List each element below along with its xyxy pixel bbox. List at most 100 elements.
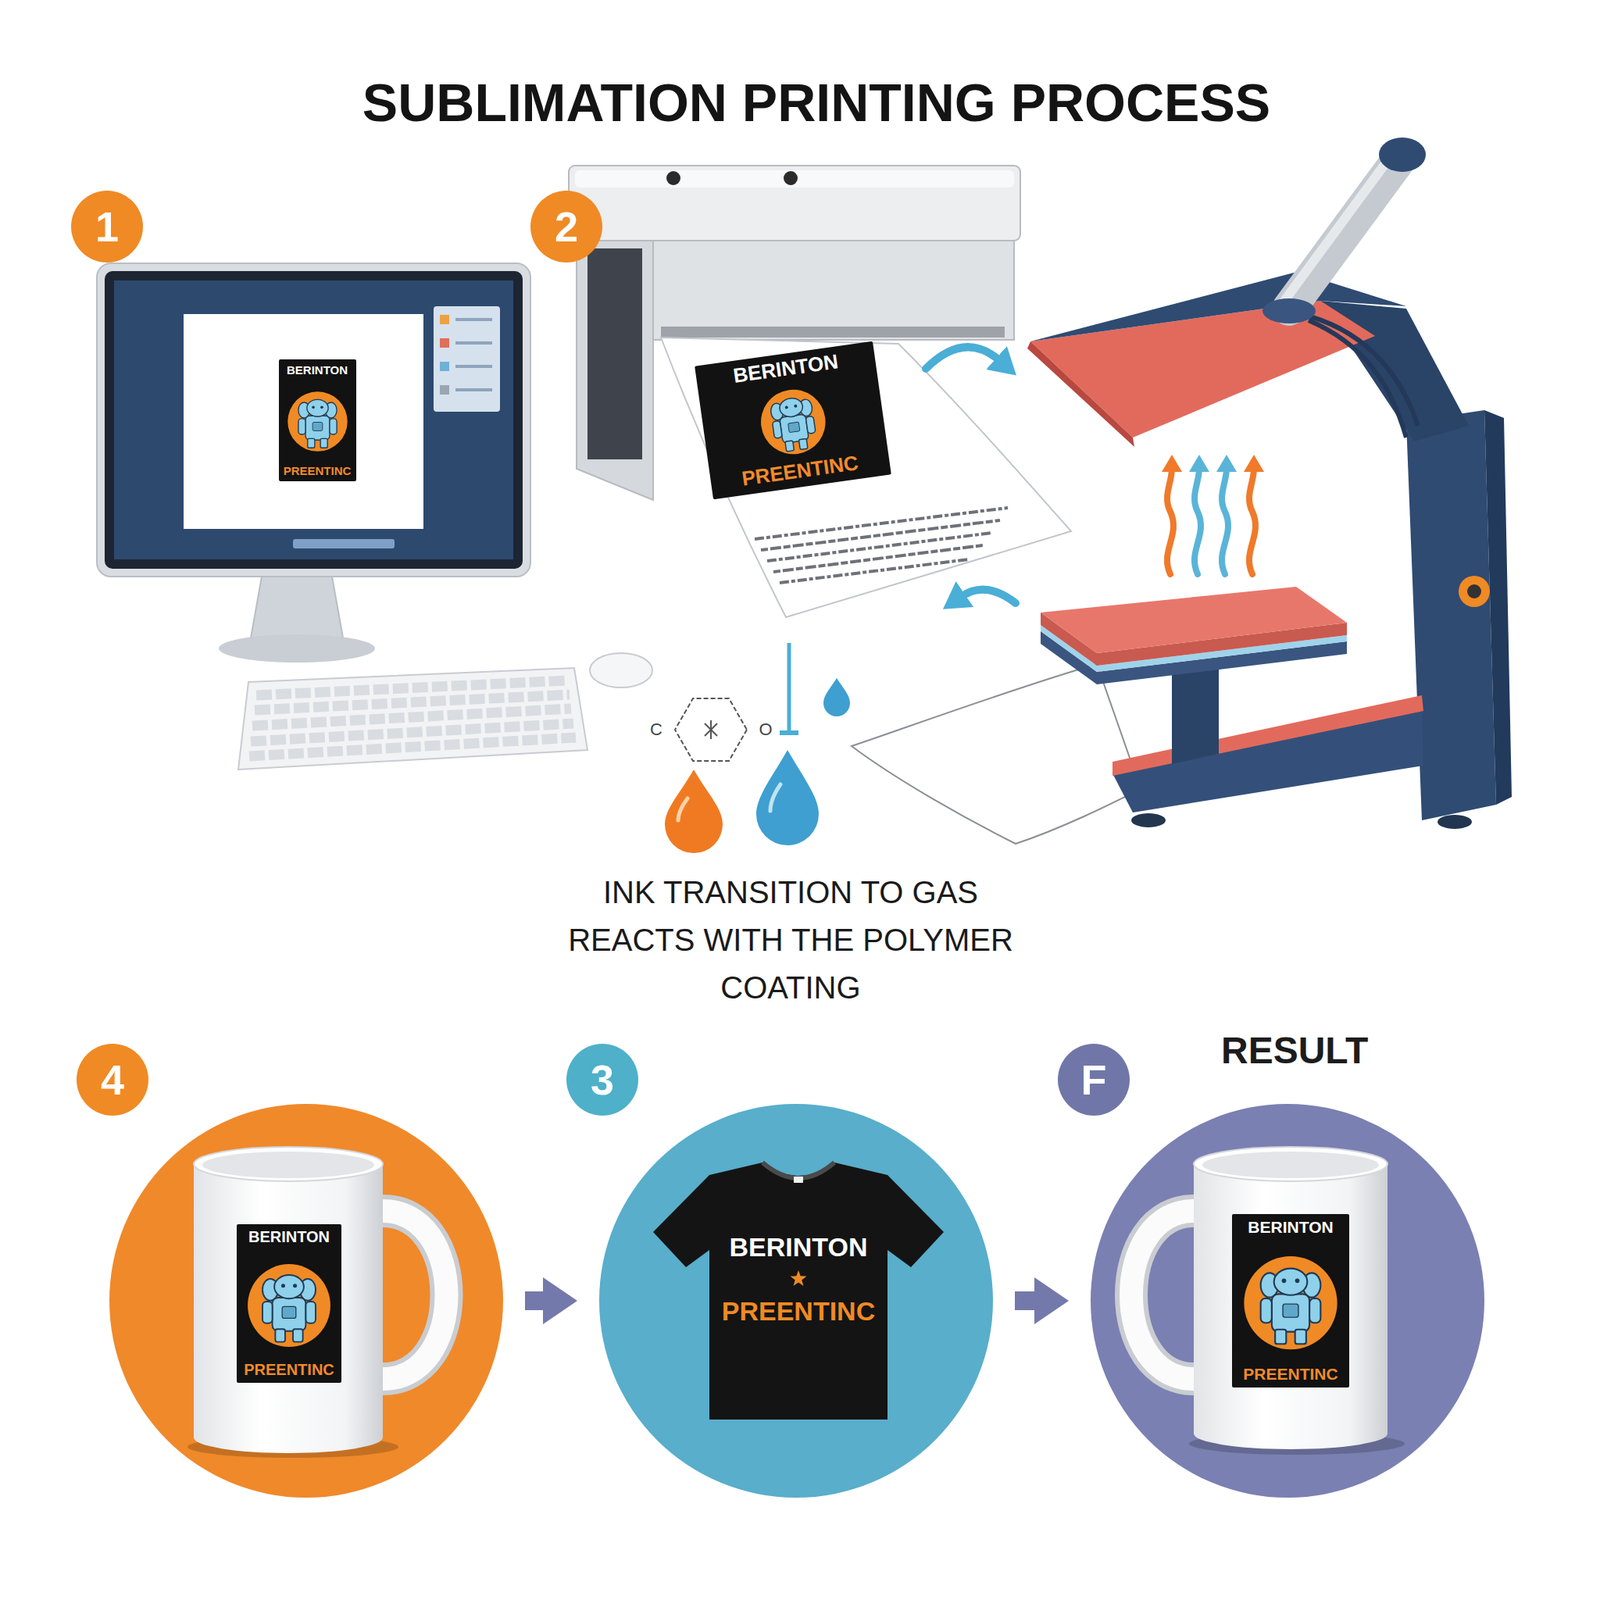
mascot-part (798, 438, 808, 450)
mascot-part (306, 400, 328, 418)
step-number: F (1057, 1043, 1130, 1116)
mascot-part (805, 415, 816, 434)
press-hose (1308, 320, 1407, 438)
tshirt-tag (793, 1176, 804, 1183)
mug (1131, 1146, 1405, 1455)
press-foot (1437, 814, 1472, 829)
ink-drop (756, 750, 819, 846)
heat-wave (1167, 468, 1174, 575)
mascot-part (274, 1275, 304, 1299)
atom-symbol: C (645, 717, 668, 743)
diagram-title: SUBLIMATION PRINTING PROCESS (0, 71, 1600, 134)
brand-name: BERINTON (729, 1229, 868, 1265)
mascot-part (305, 1301, 316, 1324)
printer-button (783, 171, 798, 186)
mascot-part (247, 1264, 331, 1347)
brand-tagline: PREENTINC (243, 1360, 335, 1379)
mascot-part (1274, 1268, 1308, 1296)
mascot-part (1275, 1329, 1286, 1344)
panel-line (455, 388, 493, 392)
mug-handle (1131, 1210, 1197, 1379)
brand-name: BERINTON (732, 350, 840, 388)
panel-line (455, 364, 493, 368)
heat-wave (1249, 468, 1256, 575)
handle-collar (1262, 298, 1316, 324)
monitor-screen (114, 280, 514, 560)
printer (568, 165, 1072, 618)
lid-highlight (575, 170, 1015, 188)
mascot-part (320, 406, 324, 410)
step-number: 2 (554, 205, 579, 248)
panel-icon (439, 314, 450, 325)
logo-box: BERINTON PREENTINC (1232, 1214, 1350, 1388)
mug-rim (193, 1146, 383, 1182)
mascot-part (1309, 1298, 1321, 1323)
panel-icon (439, 361, 450, 372)
step-number: 1 (95, 205, 119, 248)
brand-name: BERINTON (248, 1228, 330, 1247)
mug-body (1193, 1164, 1388, 1450)
mascot-part (1282, 1278, 1287, 1284)
press-hose (1300, 314, 1418, 426)
flow-arrow (1014, 1291, 1035, 1311)
brand-tagline: PREENTINC (1242, 1364, 1338, 1384)
mascot-part (287, 392, 347, 452)
mascot-part (1260, 1298, 1272, 1323)
mascot-part (320, 439, 328, 449)
mug-inside (202, 1151, 375, 1179)
mascot-part (793, 403, 797, 408)
atom-symbol: O (754, 717, 777, 743)
logo-box: BERINTONPREENTINC (278, 359, 357, 482)
dropper-tip (779, 730, 799, 736)
molecule-mark (710, 720, 712, 740)
step-disc (1090, 1103, 1485, 1498)
keyboard (238, 667, 588, 770)
ink-drop (664, 769, 723, 854)
mug-handle (1131, 1210, 1197, 1379)
mascot-part (297, 418, 305, 435)
brand-tagline: PREENTINC (721, 1293, 875, 1329)
brand-tagline: PREENTINC (740, 451, 861, 492)
printer-side (576, 234, 654, 500)
mascot-part (1271, 1293, 1310, 1332)
panel-line (455, 317, 493, 322)
logo-box: BERINTON PREENTINC (236, 1224, 342, 1383)
step-circle: FRESULTBERINTONPREENTINC (1090, 1103, 1485, 1498)
press-handle (1289, 160, 1399, 309)
printer-lid (568, 165, 1021, 241)
monitor-frame (96, 263, 531, 577)
monitor-bezel (104, 271, 523, 569)
tshirt-shape (653, 1157, 944, 1424)
tshirt-body (653, 1162, 944, 1420)
transfer-arrows (925, 346, 1016, 604)
step-disc (599, 1103, 993, 1498)
computer (96, 263, 653, 770)
mascot-part (305, 416, 330, 441)
mascot-part (784, 405, 788, 409)
drop-shine (678, 798, 688, 821)
print-line (779, 559, 969, 583)
mascot-part (311, 406, 315, 410)
mouse (589, 653, 653, 688)
mascot-part (757, 385, 830, 458)
process-note: INK TRANSITION TO GAS REACTS WITH THE PO… (556, 868, 1025, 1012)
mug-handle (379, 1210, 447, 1379)
step-disc (109, 1103, 504, 1498)
heat-wave (1221, 468, 1229, 575)
brand-name: BERINTON (1247, 1217, 1333, 1237)
mascot-part (1243, 1256, 1337, 1350)
mascot-part (292, 1328, 304, 1342)
ink-chemistry (664, 642, 850, 854)
result-heading: RESULT (1221, 1028, 1368, 1073)
press-lower-rail (1112, 695, 1424, 776)
printer-button (666, 171, 681, 186)
panel-icon (439, 338, 450, 348)
press-column-side (1484, 410, 1512, 805)
key-row (254, 694, 570, 711)
step-circle: 3BERINTONPREENTINC (599, 1103, 993, 1498)
handle-shine (1284, 156, 1391, 301)
mascot-part (272, 1297, 307, 1332)
step-number: 4 (76, 1043, 149, 1116)
